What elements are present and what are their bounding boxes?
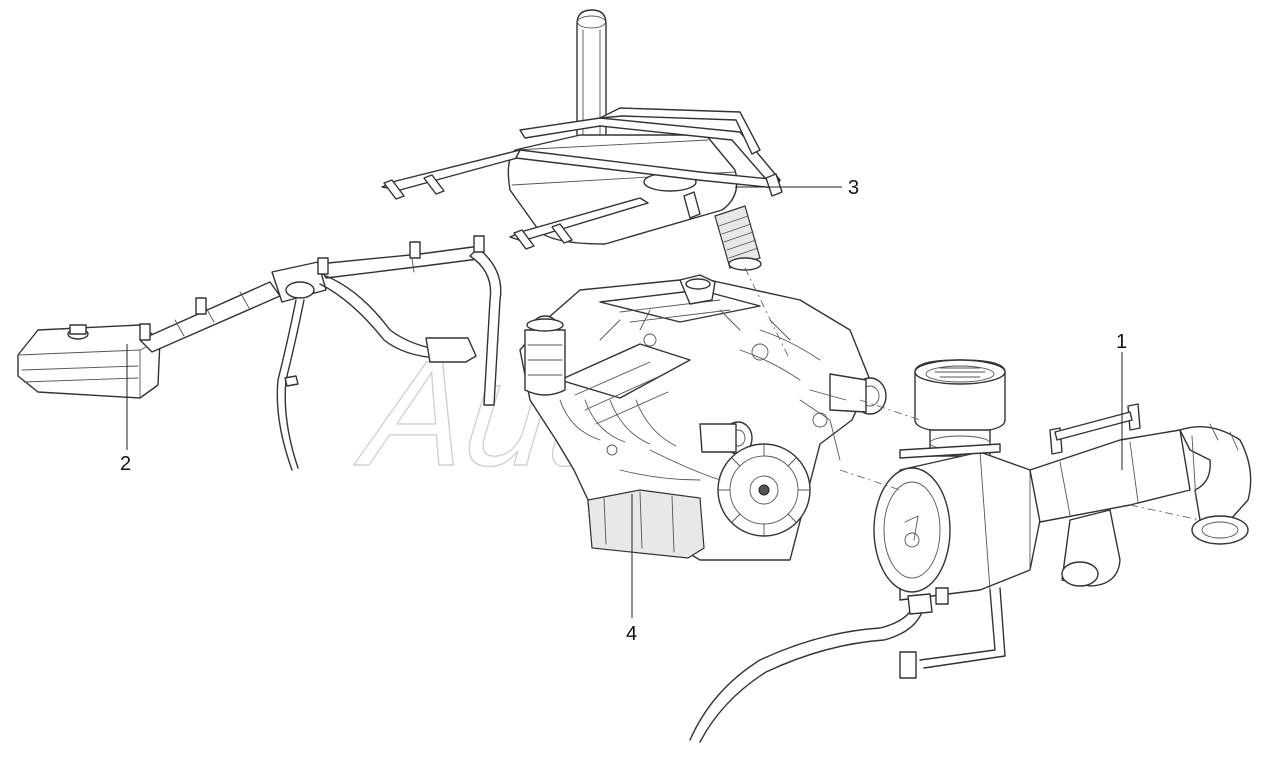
part-1-air-intake-filter: [689, 359, 1252, 743]
callout-4: 4: [626, 494, 637, 645]
callout-1-number: 1: [1116, 331, 1127, 353]
callout-3-number: 3: [848, 177, 859, 199]
part-3-exhaust-muffler: [381, 9, 783, 271]
part-2-tank-and-hoses: [17, 235, 502, 471]
callout-2: 2: [120, 344, 131, 475]
part-4-engine: [519, 274, 887, 561]
callout-4-number: 4: [626, 623, 637, 645]
callout-2-number: 2: [120, 453, 131, 475]
callout-3: 3: [735, 177, 859, 199]
callout-1: 1: [1116, 331, 1127, 470]
assembly-axis-lines: [744, 267, 1201, 521]
